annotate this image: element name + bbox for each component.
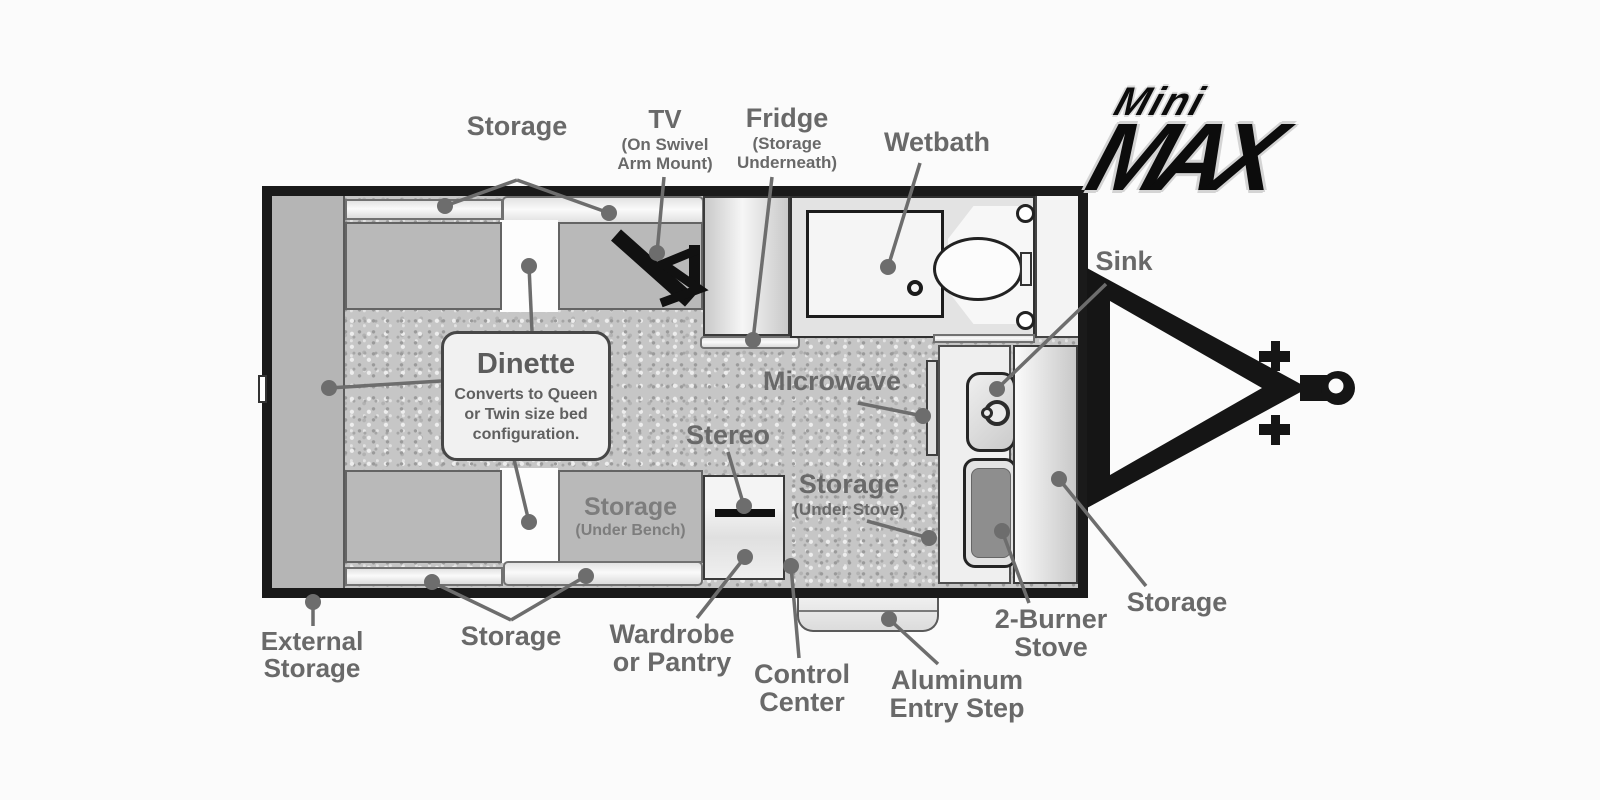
label-storage-bottom: Storage <box>460 621 562 651</box>
label-2-burner-stove: 2-Burner Stove <box>994 604 1108 663</box>
label-storage-right: Storage <box>1126 587 1228 617</box>
shower-drain <box>907 280 923 296</box>
storage-cabinet-right <box>1013 345 1078 584</box>
external-storage-compartment <box>272 196 345 588</box>
logo-max-text: MAX <box>1075 104 1285 211</box>
entry-step-tread-line <box>799 610 937 612</box>
dinette-desc-line3: configuration. <box>472 425 580 443</box>
label-stereo: Stereo <box>685 420 771 450</box>
storage-under-bench-title: Storage <box>583 493 678 521</box>
external-storage-latch <box>258 375 267 403</box>
dinette-bench-bottom-right: Storage (Under Bench) <box>558 470 703 563</box>
storage-under-bench-sub: (Under Bench) <box>575 522 686 539</box>
stove-top <box>971 468 1011 558</box>
dinette-bench-bottom-left <box>345 470 502 563</box>
a-frame-tongue <box>1087 268 1308 508</box>
stereo-unit <box>715 509 775 517</box>
hitch-coupler-icon <box>1300 371 1355 405</box>
label-storage-top: Storage <box>466 111 568 141</box>
microwave <box>926 360 938 456</box>
fridge-cabinet <box>703 196 790 336</box>
shower-pan <box>806 210 944 318</box>
storage-shelf-bottom-left <box>345 567 503 586</box>
dinette-callout-box: Dinette Converts to Queen or Twin size b… <box>441 331 611 461</box>
label-wardrobe: Wardrobe or Pantry <box>609 619 735 678</box>
dinette-desc-line2: or Twin size bed <box>464 405 588 423</box>
dinette-title: Dinette <box>476 347 576 380</box>
dinette-desc-line1: Converts to Queen <box>454 385 598 403</box>
label-wetbath: Wetbath <box>884 127 990 157</box>
toilet-flush-panel <box>1020 252 1032 286</box>
dinette-bench-top-right <box>558 222 703 310</box>
wetbath-door-track <box>933 334 1035 343</box>
overhead-storage-shelf-top-left <box>345 199 503 220</box>
fridge-base-trim <box>700 336 800 349</box>
label-sink: Sink <box>1095 246 1153 276</box>
minimax-logo: Mini MAX <box>1040 80 1320 211</box>
label-control-center: Control Center <box>754 659 850 718</box>
label-storage-under-stove: Storage (Under Stove) <box>793 469 905 520</box>
toilet <box>933 237 1023 301</box>
label-entry-step: Aluminum Entry Step <box>889 665 1025 724</box>
trailer-body: Storage (Under Bench) <box>258 186 1088 598</box>
wetbath-hinge-bottom <box>1016 311 1035 330</box>
cabinet-top-right <box>1035 196 1078 338</box>
wardrobe-cabinet <box>703 475 785 580</box>
wetbath-hinge-top <box>1016 204 1035 223</box>
label-microwave: Microwave <box>762 366 902 396</box>
label-fridge: Fridge (Storage Underneath) <box>736 103 838 173</box>
label-external-storage: External Storage <box>260 626 364 684</box>
aluminum-entry-step <box>797 598 939 632</box>
dinette-bench-top-left <box>345 222 502 310</box>
dinette-table-top <box>500 220 558 312</box>
storage-shelf-bottom-right <box>503 561 703 586</box>
sink-faucet-knob <box>981 407 993 419</box>
label-tv: TV (On Swivel Arm Mount) <box>617 104 713 174</box>
dinette-table-bottom <box>500 468 558 563</box>
